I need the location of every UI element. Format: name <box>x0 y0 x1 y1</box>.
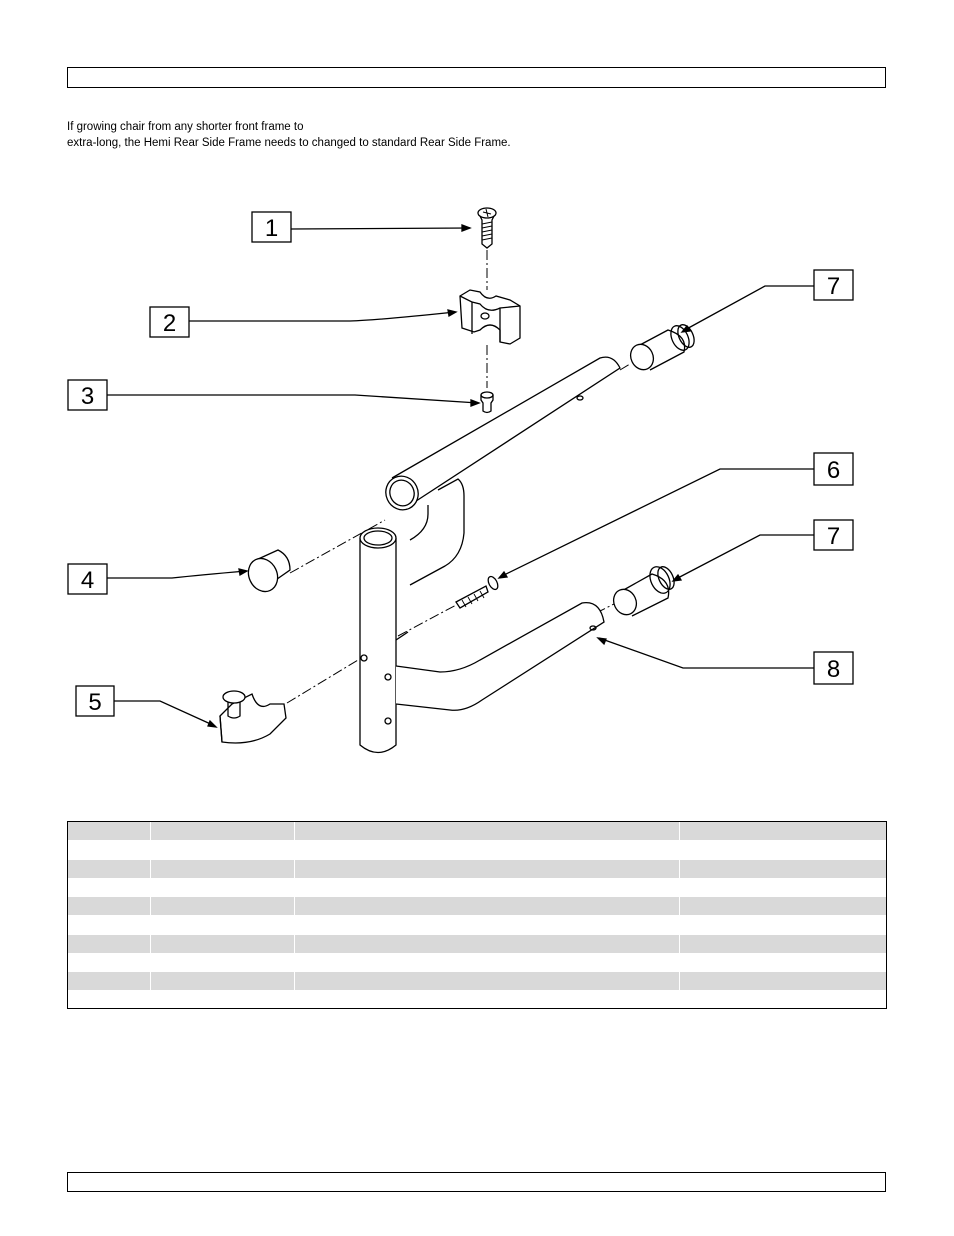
column-divider <box>679 822 680 990</box>
callout-4: 4 <box>67 563 249 595</box>
note-text: If growing chair from any shorter front … <box>67 119 511 151</box>
svg-text:7: 7 <box>827 523 840 550</box>
callout-6: 6 <box>497 452 854 579</box>
table-row <box>68 860 886 878</box>
svg-text:5: 5 <box>88 689 101 716</box>
clamp-block-part-2 <box>459 289 521 345</box>
plug-cap-part-4 <box>247 549 291 593</box>
column-divider <box>294 822 295 990</box>
table-row <box>68 972 886 990</box>
svg-text:7: 7 <box>827 273 840 300</box>
note-line-2: extra-long, the Hemi Rear Side Frame nee… <box>67 137 511 149</box>
column-divider <box>150 822 151 990</box>
clamp-bracket-part-5 <box>219 690 287 744</box>
header-box <box>67 67 886 88</box>
svg-text:3: 3 <box>81 383 94 410</box>
table-row <box>68 897 886 915</box>
svg-text:8: 8 <box>827 656 840 683</box>
callout-2: 2 <box>149 306 458 338</box>
svg-text:1: 1 <box>265 215 278 242</box>
table-row <box>68 840 886 858</box>
upper-tube <box>385 356 621 586</box>
svg-text:2: 2 <box>163 310 176 337</box>
callout-1: 1 <box>251 211 472 243</box>
callout-3: 3 <box>67 379 481 411</box>
callout-7-top: 7 <box>680 269 854 333</box>
table-header-row <box>68 822 886 840</box>
table-row <box>68 878 886 896</box>
table-row <box>68 935 886 953</box>
table-row <box>68 915 886 933</box>
callout-8: 8 <box>596 637 854 685</box>
end-cap-part-7-bottom <box>612 566 675 617</box>
parts-table <box>67 821 887 1009</box>
table-row <box>68 953 886 971</box>
note-line-1: If growing chair from any shorter front … <box>67 121 304 133</box>
pin-part-6 <box>455 575 499 609</box>
svg-text:6: 6 <box>827 457 840 484</box>
callout-5: 5 <box>75 685 218 728</box>
footer-box <box>67 1172 886 1192</box>
screw-part-1 <box>477 207 497 249</box>
vertical-post <box>359 527 397 754</box>
end-cap-part-7-top <box>629 324 695 371</box>
svg-text:4: 4 <box>81 567 94 594</box>
callout-7-bottom: 7 <box>671 519 854 582</box>
lower-tube-part-8 <box>395 601 605 711</box>
